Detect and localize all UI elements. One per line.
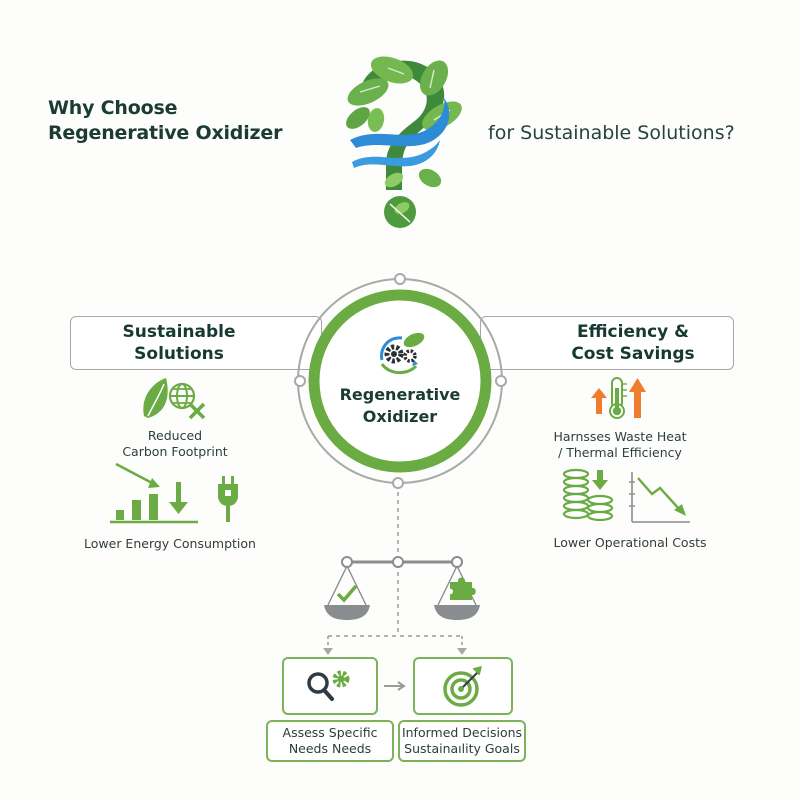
arrow-right-icon xyxy=(384,681,406,691)
coins-declining-chart-icon xyxy=(562,468,690,523)
regenerative-oxidizer-hub: Regenerative Oxidizer xyxy=(290,268,510,498)
hub-rings xyxy=(294,273,507,489)
section-title: Efficiency & Cost Savings xyxy=(571,322,695,364)
target-arrow-icon xyxy=(443,665,483,707)
informed-decisions-label-box: Informed Decisions Sustainaılity Goals xyxy=(398,720,526,762)
efficiency-cost-savings-header: Efficiency & Cost Savings xyxy=(480,316,734,370)
leafy-question-mark-icon xyxy=(346,56,462,228)
informed-decisions-icon-box xyxy=(413,657,513,715)
lower-energy-consumption-label: Lower Energy Consumption xyxy=(84,536,256,551)
waste-heat-label: Harnsses Waste Heat / Thermal Efficiency xyxy=(553,429,687,460)
magnifier-gear-icon xyxy=(307,670,350,701)
assess-needs-label-box: Assess Specific Needs Needs xyxy=(266,720,394,762)
reduced-carbon-footprint-label: Reduced Carbon Footprint xyxy=(122,428,228,459)
title-line-2: Regenerative Oxidizer xyxy=(48,122,283,144)
page-title: Why Choose Regenerative Oxidizer xyxy=(48,96,282,146)
title-line-1: Why Choose xyxy=(48,97,178,119)
sustainable-solutions-header: Sustainable Solutions xyxy=(70,316,322,370)
title-suffix: for Sustainable Solutions? xyxy=(488,122,735,144)
leaf-globe-x-icon xyxy=(143,378,206,420)
gears-leaf-cycle-icon xyxy=(380,332,425,375)
balance-scale-icon xyxy=(324,556,480,620)
section-title: Sustainable Solutions xyxy=(122,322,236,364)
declining-bars-plug-icon xyxy=(110,462,238,524)
lower-operational-costs-label: Lower Operational Costs xyxy=(553,535,707,550)
assess-needs-icon-box xyxy=(282,657,378,715)
hub-label: Regenerative Oxidizer xyxy=(339,385,461,426)
thermometer-arrows-icon xyxy=(591,377,646,419)
